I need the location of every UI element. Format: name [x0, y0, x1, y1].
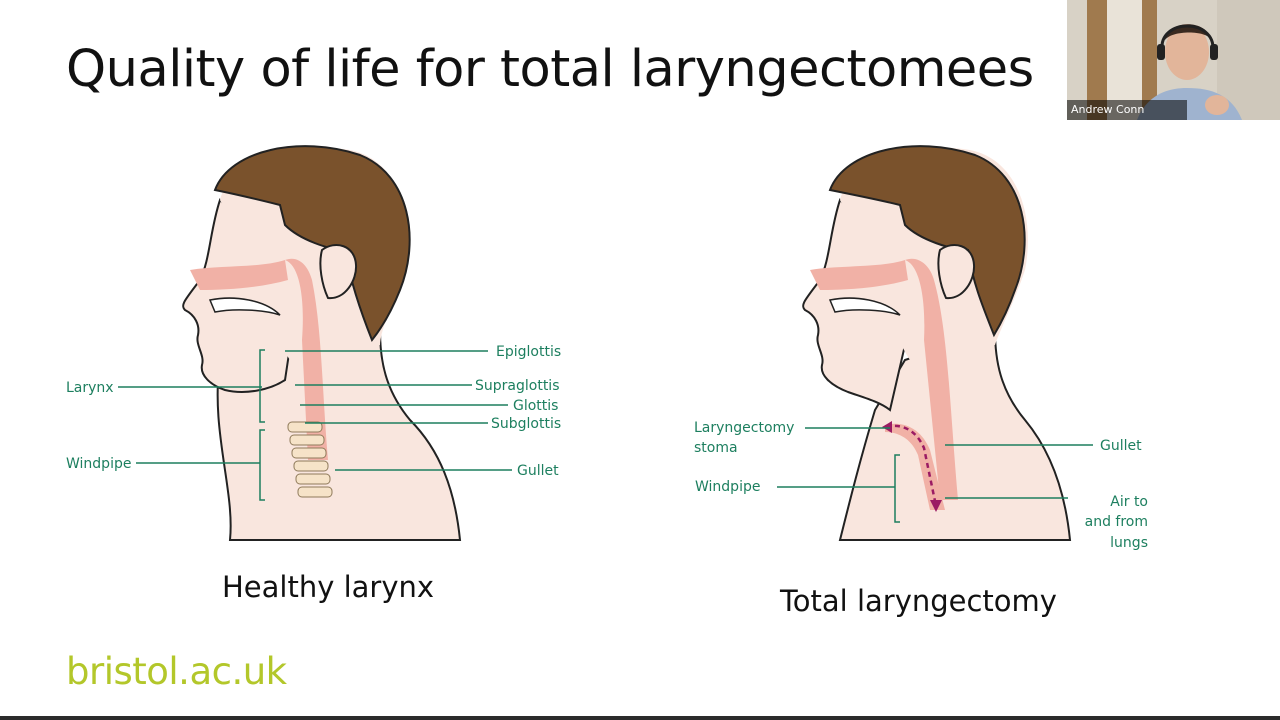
university-brand-logo: bristol.ac.uk [66, 650, 287, 693]
label-laryngectomy-stoma-line2: stoma [694, 440, 738, 456]
healthy-larynx-illustration: Larynx Windpipe Epiglottis Supraglottis … [66, 145, 561, 541]
label-air-line1: Air to [1110, 494, 1148, 510]
label-air-line3: lungs [1110, 535, 1148, 551]
label-glottis: Glottis [513, 398, 558, 414]
label-air-line2: and from [1085, 514, 1148, 530]
label-gullet: Gullet [517, 463, 559, 479]
label-epiglottis: Epiglottis [496, 344, 561, 360]
label-supraglottis: Supraglottis [475, 378, 560, 394]
healthy-larynx-diagram: Larynx Windpipe Epiglottis Supraglottis … [60, 130, 580, 550]
total-laryngectomy-diagram: Laryngectomy stoma Windpipe Gullet Air t… [690, 130, 1160, 560]
label-larynx: Larynx [66, 380, 114, 396]
label-gullet: Gullet [1100, 438, 1142, 454]
healthy-larynx-caption: Healthy larynx [222, 570, 435, 604]
label-windpipe: Windpipe [66, 456, 131, 472]
total-laryngectomy-illustration: Laryngectomy stoma Windpipe Gullet Air t… [694, 145, 1148, 551]
label-subglottis: Subglottis [491, 416, 561, 432]
bottom-bar [0, 716, 1280, 720]
label-laryngectomy-stoma-line1: Laryngectomy [694, 420, 794, 436]
label-windpipe: Windpipe [695, 479, 760, 495]
total-laryngectomy-caption: Total laryngectomy [780, 584, 1057, 618]
participant-name-label: Andrew Conn [1067, 100, 1187, 120]
slide-title: Quality of life for total laryngectomees [66, 40, 1034, 99]
